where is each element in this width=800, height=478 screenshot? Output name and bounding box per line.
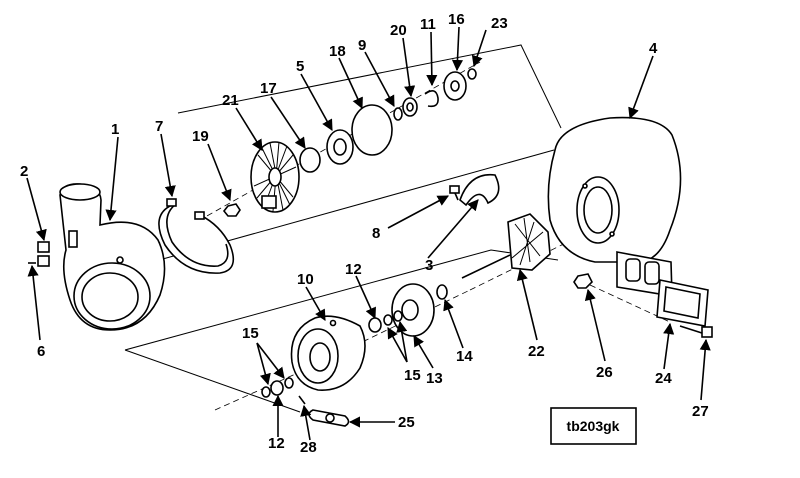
callout-1: 1: [111, 121, 119, 138]
turbine-wheel-shaft: [461, 213, 551, 279]
callout-28: 28: [300, 439, 317, 456]
callout-27: 27: [692, 403, 709, 420]
callout-25: 25: [398, 414, 415, 431]
callout-12-top: 12: [345, 261, 362, 278]
retaining-ring: [158, 198, 235, 274]
reference-code-box: tb203gk: [550, 407, 637, 445]
compressor-housing: [59, 183, 166, 331]
compressor-wheel: [250, 141, 300, 213]
callout-16: 16: [448, 11, 465, 28]
callout-9: 9: [358, 37, 366, 54]
seal: [467, 68, 477, 80]
callout-21: 21: [222, 92, 239, 109]
compressor-nut: [222, 203, 241, 217]
callout-24: 24: [655, 370, 672, 387]
callout-26: 26: [596, 364, 613, 381]
callout-23: 23: [491, 15, 508, 32]
callout-3: 3: [425, 257, 433, 274]
callout-5: 5: [296, 58, 304, 75]
retaining-clip: [424, 90, 439, 108]
plate: [37, 241, 50, 267]
callout-12-bottom: 12: [268, 435, 285, 452]
thrust-bearing: [443, 71, 467, 101]
seal-ring: [299, 147, 321, 173]
callout-8: 8: [372, 225, 380, 242]
journal-bearing-upper: [368, 310, 403, 333]
callout-11: 11: [420, 16, 436, 33]
locating-pin: [298, 395, 306, 405]
callout-19: 19: [192, 128, 209, 145]
callout-13: 13: [426, 370, 443, 387]
turbine-housing: [547, 116, 682, 297]
piston-ring: [436, 284, 448, 300]
heat-shield: [459, 173, 500, 207]
drain-gasket: [308, 409, 350, 427]
callout-14: 14: [456, 348, 473, 365]
callout-4: 4: [649, 40, 658, 57]
housing-nut: [573, 273, 593, 289]
callout-18: 18: [329, 43, 346, 60]
oil-deflector: [391, 283, 435, 337]
o-ring-small: [393, 107, 403, 121]
callout-10: 10: [297, 271, 314, 288]
callout-20: 20: [390, 22, 407, 39]
leader-arrows: [26, 26, 711, 441]
callout-labels: 1 2 6 7 19 21 17 5 18 9 20 11 16 23 4 8 …: [20, 11, 709, 456]
thrust-ring: [402, 97, 418, 117]
thrust-collar: [326, 129, 354, 165]
callout-6: 6: [37, 343, 45, 360]
callout-22: 22: [528, 343, 545, 360]
callout-15-left: 15: [242, 325, 259, 342]
thrust-plate: [351, 104, 393, 156]
screw: [449, 185, 460, 201]
center-housing: [290, 315, 366, 391]
reference-code: tb203gk: [567, 418, 620, 434]
callout-17: 17: [260, 80, 277, 97]
callout-2: 2: [20, 163, 28, 180]
callout-7: 7: [155, 118, 163, 135]
callout-15-right: 15: [404, 367, 421, 384]
stud: [679, 325, 713, 338]
turbine-gasket: [656, 279, 709, 327]
journal-bearing-lower: [261, 377, 294, 398]
